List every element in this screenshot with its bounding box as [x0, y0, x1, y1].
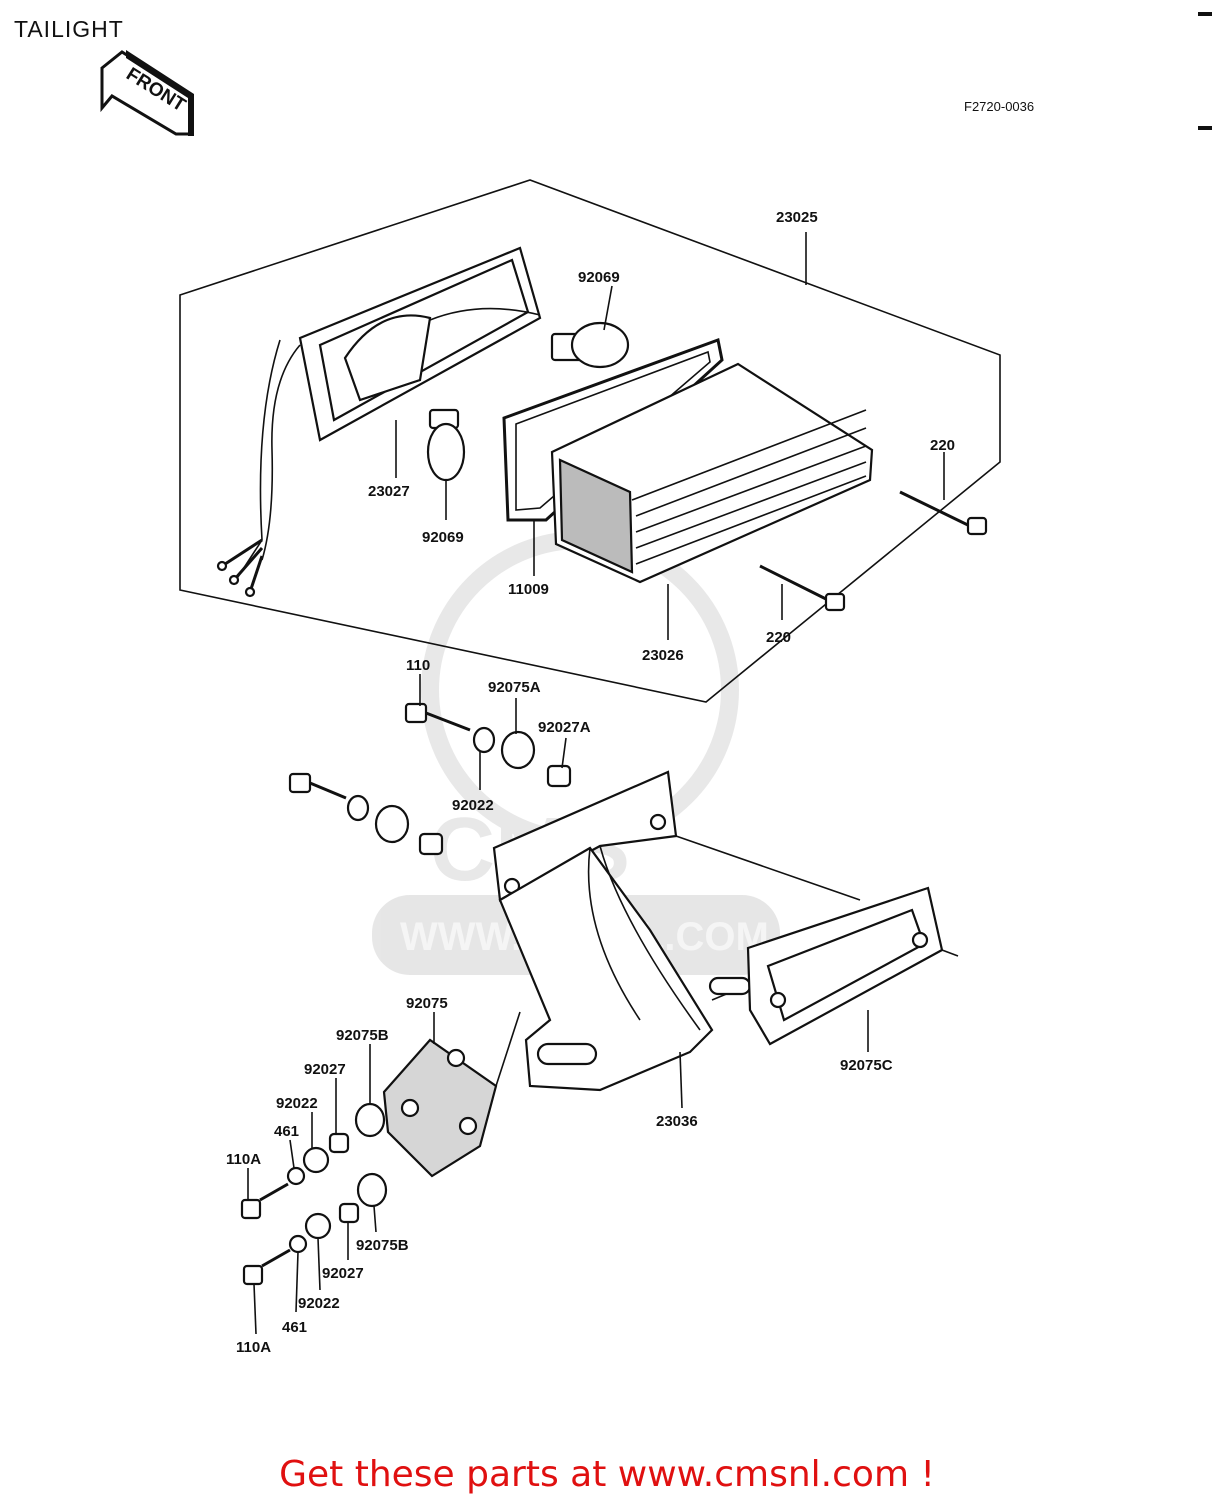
bulb-bottom [426, 408, 466, 482]
leader-lines [247, 285, 945, 1335]
label-23026: 23026 [642, 647, 684, 664]
label-92027A: 92027A [538, 719, 591, 736]
label-92027-upper: 92027 [304, 1061, 346, 1078]
bolt-110 [404, 702, 471, 732]
page-title: TAILIGHT [14, 16, 124, 42]
label-92022-lower: 92022 [298, 1295, 340, 1312]
front-arrow-icon: FRONT [100, 50, 194, 136]
washer-92022-top [472, 726, 496, 754]
bolt-left [288, 772, 347, 800]
label-92075B-upper: 92075B [336, 1027, 389, 1044]
label-92075B-lower: 92075B [356, 1237, 409, 1254]
screw-220-lower [759, 564, 846, 612]
assembly-outline [179, 179, 1001, 703]
label-23027: 23027 [368, 483, 410, 500]
lens-cover [550, 362, 874, 584]
label-220-upper: 220 [930, 437, 955, 454]
edge-mark [1198, 12, 1212, 16]
label-92022-mid: 92022 [276, 1095, 318, 1112]
rubber-pad [382, 1011, 521, 1178]
lens-housing [235, 246, 542, 581]
bolt-110A-upper [240, 1182, 289, 1220]
label-92075: 92075 [406, 995, 448, 1012]
bracket [492, 770, 861, 1092]
label-461-upper: 461 [274, 1123, 299, 1140]
footer-shop-link[interactable]: Get these parts at www.cmsnl.com ! [279, 1454, 935, 1495]
label-220-lower: 220 [766, 629, 791, 646]
collar-92027A [546, 764, 572, 788]
label-92075C: 92075C [840, 1057, 893, 1074]
diagram-code: F2720-0036 [964, 99, 1035, 114]
label-92075A: 92075A [488, 679, 541, 696]
label-92022-top: 92022 [452, 797, 494, 814]
label-11009: 11009 [508, 581, 549, 598]
label-110: 110 [406, 657, 430, 674]
label-23025: 23025 [776, 209, 818, 226]
grommet-92075A [500, 730, 536, 770]
edge-mark [1198, 126, 1212, 130]
label-461-lower: 461 [282, 1319, 307, 1336]
label-92069-top: 92069 [578, 269, 620, 286]
part-labels: 23025 92069 23027 92069 11009 23026 220 … [226, 209, 955, 1356]
label-92027-lower: 92027 [322, 1265, 364, 1282]
bulb-top [550, 321, 630, 369]
label-110A-lower: 110A [236, 1339, 271, 1356]
label-110A-upper: 110A [226, 1151, 261, 1168]
screw-220-upper [899, 490, 988, 536]
label-23036: 23036 [656, 1113, 698, 1130]
label-92069-bottom: 92069 [422, 529, 464, 546]
bolt-110A-lower [242, 1248, 291, 1286]
wire-connectors [216, 538, 264, 598]
license-plate-bracket [746, 886, 959, 1046]
